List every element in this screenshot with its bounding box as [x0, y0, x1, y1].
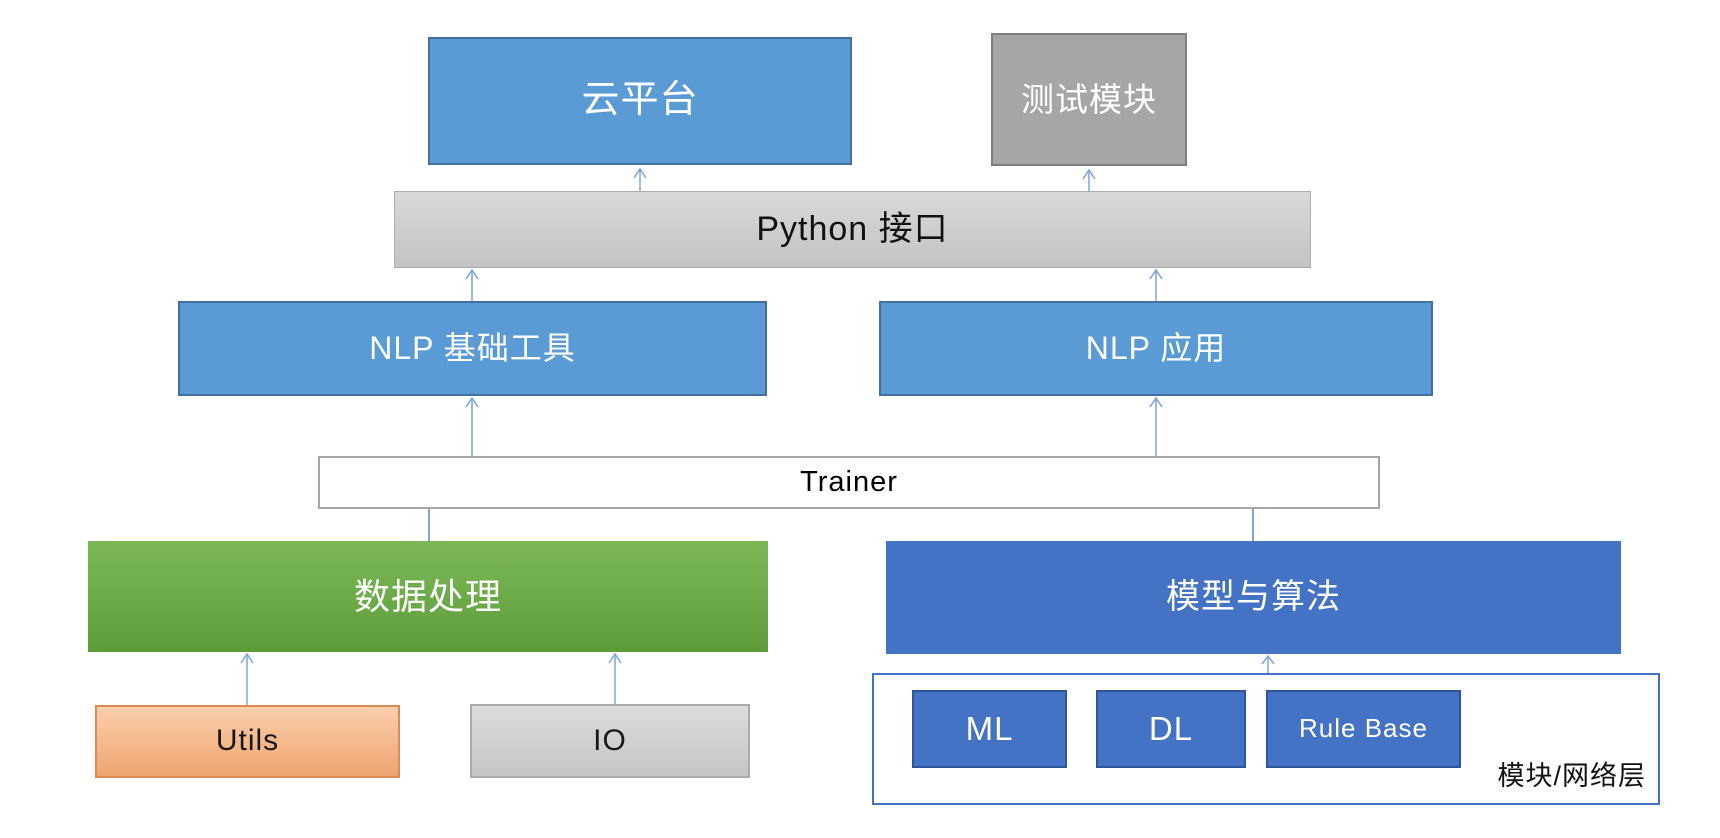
arrow-python-to-cloud	[632, 167, 648, 191]
node-io: IO	[470, 704, 750, 778]
module-network-layer-box: ML DL Rule Base 模块/网络层	[872, 673, 1660, 805]
arrow-modulebox-to-model	[1260, 654, 1276, 673]
node-data-processing: 数据处理	[88, 541, 768, 652]
node-rule-base: Rule Base	[1266, 690, 1461, 768]
line-trainer-to-models-algorithms	[1252, 509, 1254, 541]
node-test-module: 测试模块	[991, 33, 1187, 166]
line-trainer-to-data-processing	[428, 509, 430, 541]
arrow-io-to-data-processing	[607, 652, 623, 704]
node-utils: Utils	[95, 705, 400, 778]
arrow-utils-to-data-processing	[239, 652, 255, 705]
node-nlp-app: NLP 应用	[879, 301, 1433, 396]
node-cloud-platform: 云平台	[428, 37, 852, 165]
node-ml: ML	[912, 690, 1067, 768]
arrow-trainer-to-nlp-tools	[464, 396, 480, 456]
arrow-trainer-to-nlp-app	[1148, 396, 1164, 456]
arrow-python-to-test	[1081, 168, 1097, 191]
node-models-algorithms: 模型与算法	[886, 541, 1621, 654]
node-nlp-tools: NLP 基础工具	[178, 301, 767, 396]
module-network-layer-label: 模块/网络层	[1497, 761, 1646, 791]
arrow-nlp-app-to-python	[1148, 268, 1164, 301]
node-python-api: Python 接口	[394, 191, 1311, 268]
arrow-nlp-tools-to-python	[464, 268, 480, 301]
node-trainer: Trainer	[318, 456, 1380, 509]
node-dl: DL	[1096, 690, 1246, 768]
